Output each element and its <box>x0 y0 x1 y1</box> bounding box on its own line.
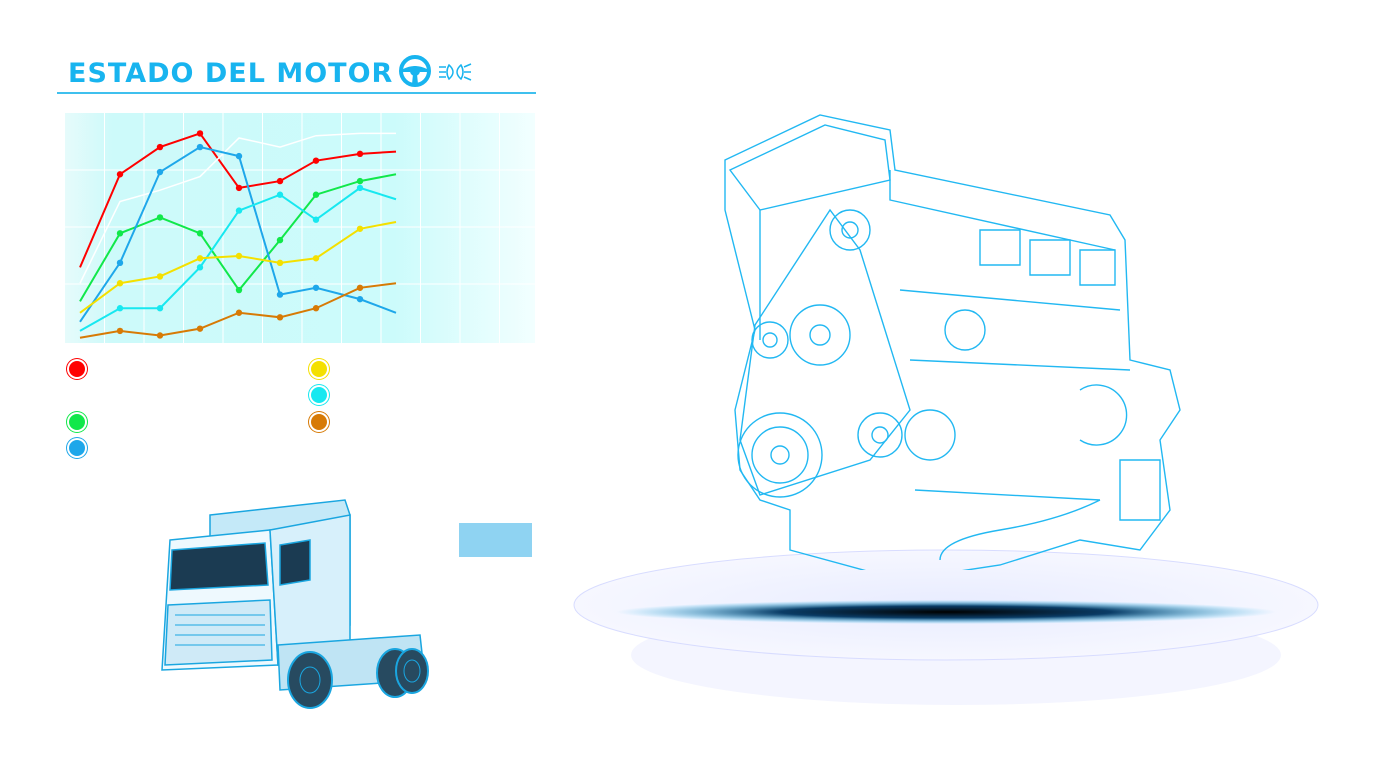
headlight-icon[interactable] <box>437 60 473 84</box>
data-point[interactable] <box>116 230 124 237</box>
title-divider <box>57 92 536 94</box>
data-point[interactable] <box>196 255 204 262</box>
legend-marker <box>311 387 327 403</box>
data-point[interactable] <box>312 284 320 291</box>
steering-wheel-icon[interactable] <box>398 54 432 88</box>
engine-platform <box>573 549 1319 705</box>
data-point[interactable] <box>196 325 204 332</box>
data-point[interactable] <box>356 284 364 291</box>
data-point[interactable] <box>312 305 320 312</box>
data-point[interactable] <box>235 309 243 316</box>
data-point[interactable] <box>156 305 164 312</box>
data-point[interactable] <box>235 252 243 260</box>
data-point[interactable] <box>235 207 243 214</box>
data-point[interactable] <box>235 286 243 294</box>
data-point[interactable] <box>156 143 164 151</box>
data-point[interactable] <box>235 152 243 160</box>
data-point[interactable] <box>356 295 364 303</box>
series-white <box>79 132 396 284</box>
data-point[interactable] <box>196 130 204 137</box>
data-point[interactable] <box>196 143 204 151</box>
data-point[interactable] <box>196 230 204 237</box>
data-point[interactable] <box>276 191 284 198</box>
data-point[interactable] <box>196 264 204 271</box>
series-line <box>79 132 396 284</box>
data-point[interactable] <box>156 214 164 221</box>
data-point[interactable] <box>156 168 164 176</box>
engine-illustration <box>724 114 1181 570</box>
data-point[interactable] <box>356 184 364 192</box>
data-point[interactable] <box>356 225 364 232</box>
engine-status-chart <box>65 113 535 343</box>
data-point[interactable] <box>356 150 364 158</box>
data-point[interactable] <box>312 255 320 262</box>
data-point[interactable] <box>276 291 284 298</box>
series-red <box>79 130 397 268</box>
data-point[interactable] <box>276 236 284 244</box>
data-point[interactable] <box>235 184 243 192</box>
page-title: ESTADO DEL MOTOR <box>68 58 394 89</box>
truck-illustration <box>161 499 429 709</box>
data-point[interactable] <box>116 280 124 287</box>
data-point[interactable] <box>276 314 284 321</box>
series-green <box>79 173 397 302</box>
legend-marker <box>311 414 327 430</box>
data-point[interactable] <box>116 327 124 335</box>
series-yellow <box>79 220 397 314</box>
data-point[interactable] <box>116 305 124 312</box>
data-point[interactable] <box>116 171 124 178</box>
data-point[interactable] <box>156 273 164 280</box>
series-cyan <box>79 184 397 332</box>
data-point[interactable] <box>356 177 364 185</box>
data-point[interactable] <box>116 259 124 267</box>
legend-marker <box>69 440 85 456</box>
legend-marker <box>311 361 327 377</box>
data-point[interactable] <box>312 157 320 164</box>
series-orange <box>79 282 397 339</box>
data-point[interactable] <box>276 177 284 185</box>
legend-marker <box>69 361 85 377</box>
data-point[interactable] <box>156 332 164 339</box>
data-point[interactable] <box>312 216 320 223</box>
data-point[interactable] <box>276 259 284 267</box>
connector-panel <box>459 523 532 557</box>
chart-background <box>65 113 535 343</box>
data-point[interactable] <box>312 191 320 198</box>
legend-marker <box>69 414 85 430</box>
